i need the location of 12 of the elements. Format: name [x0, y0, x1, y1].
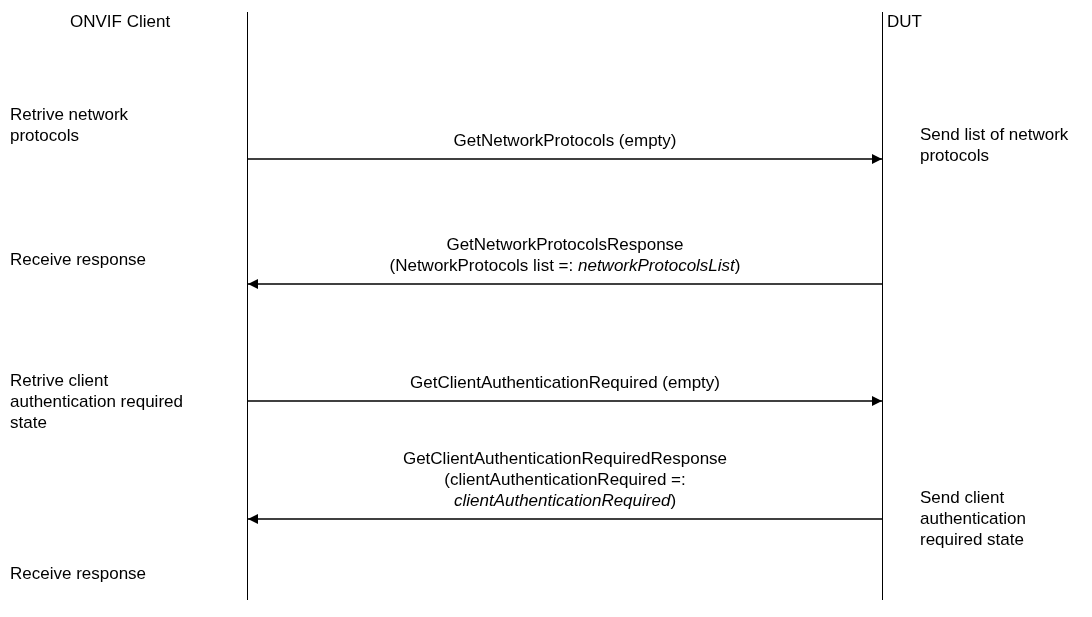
participant-name: ONVIF Client — [70, 12, 171, 32]
action-note: Receive response — [10, 249, 148, 270]
message-arrow — [247, 396, 883, 406]
message-arrow — [247, 279, 883, 289]
action-note: Retrive network protocols — [10, 104, 130, 146]
action-note: Send list of network protocols — [920, 124, 1070, 166]
action-note: Receive response — [10, 563, 148, 584]
action-note: Retrive client authentication required state — [10, 370, 184, 433]
message-arrow — [247, 154, 883, 164]
action-note: Send client authentication required state — [920, 487, 1027, 550]
participant-name: DUT — [887, 12, 922, 32]
message-arrow — [247, 514, 883, 524]
